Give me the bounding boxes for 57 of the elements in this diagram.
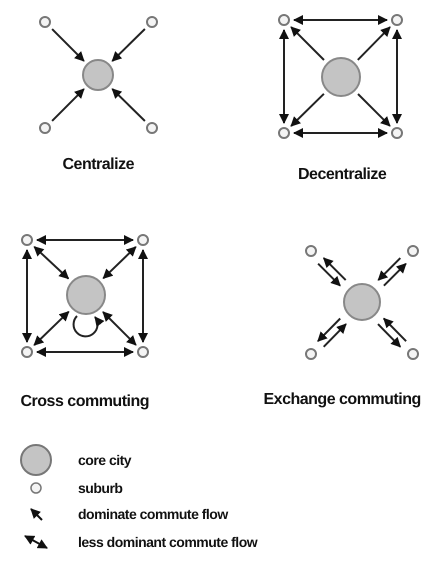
- panel-caption: Cross commuting: [20, 393, 150, 411]
- core-city-circle: [343, 283, 381, 321]
- suburb-circle: [305, 245, 317, 257]
- arrow: [290, 93, 325, 127]
- double-arrow: [33, 310, 70, 346]
- arrow: [290, 26, 325, 61]
- suburb-circle: [278, 127, 290, 139]
- arrow: [383, 263, 407, 286]
- arrow: [317, 263, 341, 286]
- legend-text: less dominant commute flow: [78, 534, 258, 550]
- double-arrow: [34, 246, 70, 280]
- suburb-circle: [391, 14, 403, 26]
- double-arrow: [293, 128, 388, 138]
- arrow: [357, 26, 391, 61]
- panel-caption: Decentralize: [298, 166, 386, 184]
- double-arrow: [22, 249, 32, 343]
- suburb-circle: [137, 234, 149, 246]
- arrow: [322, 323, 347, 348]
- arrow: [51, 28, 85, 62]
- double-arrow: [392, 29, 402, 124]
- legend-text: dominate commute flow: [78, 506, 228, 522]
- loop-arrow: [72, 315, 104, 338]
- core-city-circle: [82, 59, 114, 91]
- legend-text: suburb: [78, 480, 122, 496]
- double-arrow: [102, 246, 137, 280]
- suburb-circle: [21, 346, 33, 358]
- core-city-circle: [66, 275, 106, 315]
- arrow: [317, 318, 341, 342]
- double-arrow: [36, 347, 134, 357]
- double-arrow: [279, 29, 289, 124]
- arrow: [383, 318, 407, 342]
- arrow: [112, 88, 146, 122]
- suburb-circle: [305, 348, 317, 360]
- core-city-circle: [321, 57, 361, 97]
- arrow: [378, 257, 401, 281]
- suburb-circle: [407, 348, 419, 360]
- double-arrow: [293, 15, 388, 25]
- suburb-circle: [39, 122, 51, 134]
- arrow: [377, 323, 402, 348]
- arrow: [112, 28, 146, 62]
- suburb-circle: [137, 346, 149, 358]
- suburb-circle: [21, 234, 33, 246]
- suburb-circle: [278, 14, 290, 26]
- double-arrow: [36, 235, 134, 245]
- panel-caption: Centralize: [62, 156, 134, 174]
- legend-text: core city: [78, 452, 132, 468]
- suburb-circle: [39, 16, 51, 28]
- arrow: [357, 93, 391, 127]
- panel-caption: Exchange commuting: [264, 391, 421, 409]
- suburb-circle: [146, 16, 158, 28]
- double-arrow: [138, 249, 148, 343]
- suburb-circle: [391, 127, 403, 139]
- double-arrow: [102, 311, 137, 346]
- suburb-circle: [146, 122, 158, 134]
- suburb-circle: [407, 245, 419, 257]
- arrow: [51, 88, 85, 122]
- arrow: [323, 257, 346, 281]
